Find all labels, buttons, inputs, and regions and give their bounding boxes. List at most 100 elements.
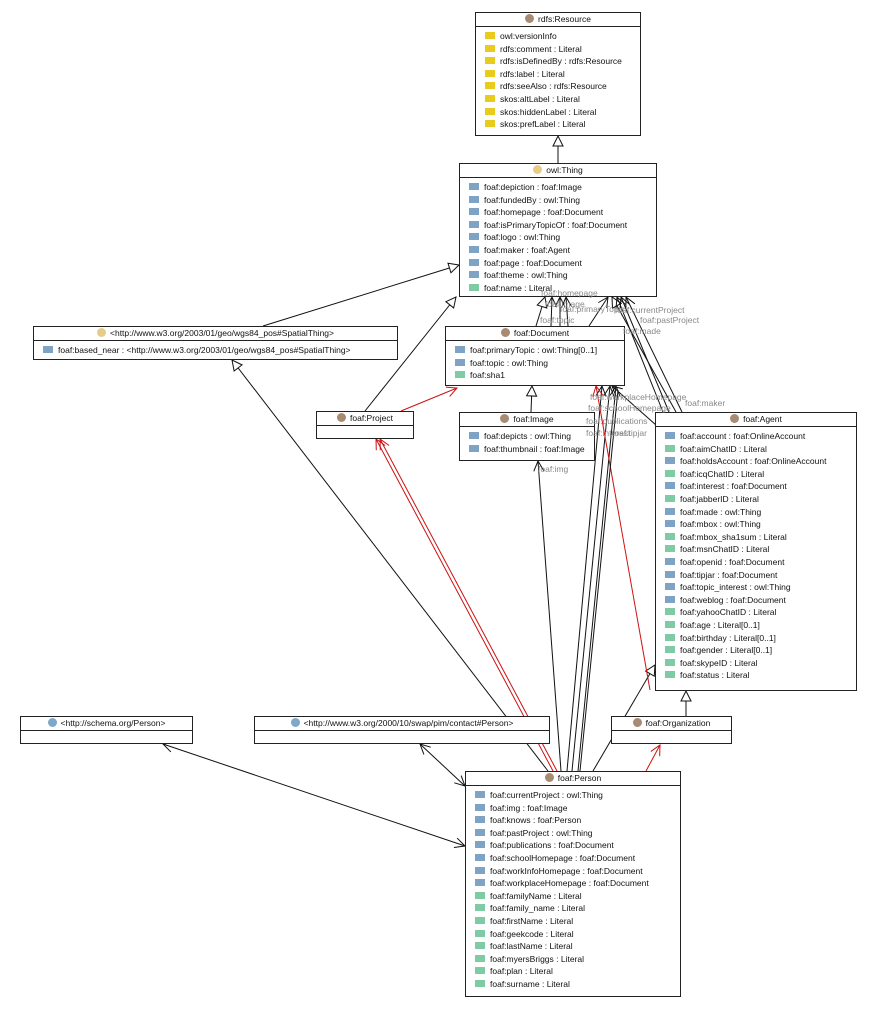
property-row: foaf:birthday : Literal[0..1] [665,632,856,645]
property-row: foaf:pastProject : owl:Thing [475,827,680,840]
object-property-icon [665,482,675,490]
assoc-person-organization-segment [645,744,661,772]
external-class-icon [47,718,57,727]
property-label: rdfs:seeAlso : rdfs:Resource [500,81,607,92]
property-label: skos:prefLabel : Literal [500,119,586,130]
property-label: foaf:birthday : Literal[0..1] [680,632,776,643]
class-spatial-thing[interactable]: <http://www.w3.org/2003/01/geo/wgs84_pos… [33,326,398,360]
object-property-icon [455,346,465,353]
property-row: foaf:mbox_sha1sum : Literal [665,531,856,544]
edge-label-image: foaf:image [545,299,585,309]
property-row: foaf:geekcode : Literal [475,928,680,941]
property-label: foaf:workInfoHomepage : foaf:Document [490,865,643,876]
property-label: foaf:isPrimaryTopicOf : foaf:Document [484,219,628,230]
assoc-document-thing-1-head [546,295,558,308]
class-contact-person[interactable]: <http://www.w3.org/2000/10/swap/pim/cont… [254,716,550,744]
object-property-icon [665,570,675,578]
class-foaf-organization[interactable]: foaf:Organization [611,716,732,744]
assoc-project-document-segment [400,387,458,412]
property-label: foaf:publications : foaf:Document [490,840,614,851]
class-schema-person[interactable]: <http://schema.org/Person> [20,716,193,744]
property-row: foaf:lastName : Literal [475,940,680,953]
property-label: foaf:lastName : Literal [490,941,573,952]
class-foaf-person[interactable]: foaf:Person foaf:currentProject : owl:Th… [465,771,681,997]
object-property-icon [475,853,485,861]
property-label: foaf:topic : owl:Thing [470,357,548,368]
object-property-icon [469,271,479,279]
annotation-property-icon [485,32,495,39]
property-label: foaf:msnChatID : Literal [680,544,770,555]
object-property-icon [469,195,479,203]
assoc-person-project-current-segment [375,438,554,772]
property-label: foaf:logo : owl:Thing [484,232,561,243]
assoc-agent-thing-3-head [625,295,636,309]
class-icon [337,413,346,422]
property-row: foaf:topic : owl:Thing [455,357,624,370]
class-foaf-agent[interactable]: foaf:Agent foaf:account : foaf:OnlineAcc… [655,412,857,691]
assoc-person-project-past-segment [379,438,558,772]
object-property-icon [469,233,479,241]
edge-label-publications: foaf:publications [586,416,648,426]
property-label: foaf:workplaceHomepage : foaf:Document [490,878,649,889]
property-row: foaf:plan : Literal [475,965,680,978]
property-label: foaf:familyName : Literal [490,890,582,901]
datatype-property-icon [475,942,485,950]
property-label: rdfs:isDefinedBy : rdfs:Resource [500,56,622,67]
thing-icon [533,165,543,174]
assoc-document-thing-1-segment [550,296,553,327]
property-row: foaf:mbox : owl:Thing [665,518,856,531]
datatype-property-icon [475,916,485,924]
equivalence-schema-person-segment [162,743,466,847]
property-label: foaf:surname : Literal [490,978,570,989]
object-property-icon [455,358,465,366]
generalization-person-agent-head [644,664,656,677]
class-foaf-document[interactable]: foaf:Document foaf:primaryTopic : owl:Th… [445,326,625,386]
property-row: foaf:fundedBy : owl:Thing [469,194,656,207]
edge-label-current-project: foaf:currentProject [615,305,685,315]
property-label: foaf:knows : foaf:Person [490,815,582,826]
assoc-document-thing-3-head [561,295,573,308]
assoc-agent-thing-2-head [619,295,630,309]
class-title: foaf:Person [557,773,602,783]
datatype-property-icon [665,444,675,452]
object-property-icon [665,583,675,591]
class-icon [500,414,510,423]
property-row: foaf:yahooChatID : Literal [665,606,856,619]
property-row: rdfs:seeAlso : rdfs:Resource [485,80,640,93]
object-property-icon [665,457,675,465]
generalization-image-document-head [525,384,538,397]
property-label: foaf:firstName : Literal [490,915,574,926]
property-row: rdfs:label : Literal [485,68,640,81]
assoc-document-thing-3-segment [565,296,569,327]
datatype-property-icon [665,494,675,502]
annotation-property-icon [485,94,495,102]
class-foaf-project[interactable]: foaf:Project [316,411,414,439]
property-label: foaf:geekcode : Literal [490,928,574,939]
assoc-person-organization-head [650,744,661,757]
property-label: foaf:primaryTopic : owl:Thing[0..1] [470,345,598,355]
assoc-agent-document-2-head [611,385,623,397]
property-label: foaf:img : foaf:Image [490,802,568,813]
object-property-icon [475,803,485,811]
property-label: foaf:maker : foaf:Agent [484,244,570,255]
property-label: foaf:skypeID : Literal [680,657,758,668]
object-property-icon [475,879,485,887]
property-row: foaf:theme : owl:Thing [469,269,656,282]
generalization-organization-agent-head [680,689,692,702]
property-row: foaf:currentProject : owl:Thing [475,789,680,802]
assoc-document-thing-4-head [598,296,609,309]
property-label: foaf:mbox_sha1sum : Literal [680,531,787,542]
datatype-property-icon [455,371,465,379]
property-label: foaf:age : Literal[0..1] [680,619,760,630]
generalization-project-thing-segment [364,296,457,412]
property-row: foaf:holdsAccount : foaf:OnlineAccount [665,455,856,468]
property-row: foaf:myersBriggs : Literal [475,953,680,966]
property-label: foaf:status : Literal [680,670,750,681]
property-label: skos:altLabel : Literal [500,93,580,104]
property-row: foaf:familyName : Literal [475,890,680,903]
edge-label-past-project: foaf:pastProject [640,315,700,325]
property-row: foaf:account : foaf:OnlineAccount [665,430,856,443]
